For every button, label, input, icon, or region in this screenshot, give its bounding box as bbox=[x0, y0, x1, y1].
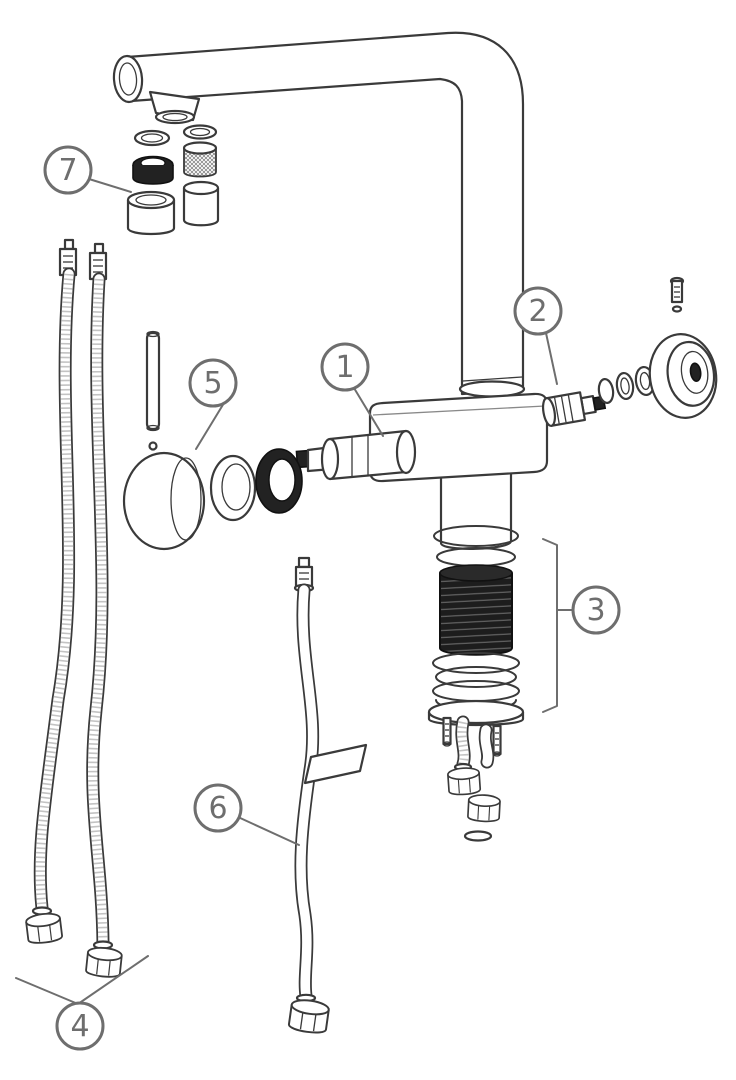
callout-2-label: 2 bbox=[528, 294, 547, 329]
callout-2-leader bbox=[545, 332, 558, 385]
callout-5: 5 bbox=[188, 358, 238, 450]
callout-5-leader bbox=[195, 402, 225, 450]
aerator-parts bbox=[126, 124, 220, 236]
callouts: 1 2 3 4 5 6 7 bbox=[43, 145, 621, 1051]
callout-4-label: 4 bbox=[70, 1009, 89, 1044]
hoses-brace bbox=[15, 955, 149, 1005]
callout-3-bracket bbox=[542, 538, 558, 713]
mounting-hardware bbox=[427, 525, 525, 842]
main-cartridge bbox=[295, 429, 417, 481]
callout-2: 2 bbox=[513, 286, 563, 385]
callout-7-leader bbox=[88, 178, 132, 193]
callout-7: 7 bbox=[43, 145, 132, 195]
supply-hoses bbox=[15, 238, 149, 1005]
callout-7-label: 7 bbox=[58, 153, 77, 188]
callout-6-label: 6 bbox=[208, 791, 227, 826]
hose-tag bbox=[303, 743, 368, 785]
callout-6: 6 bbox=[193, 783, 300, 846]
callout-1-label: 1 bbox=[335, 350, 354, 385]
callout-6-leader bbox=[237, 816, 300, 846]
callout-5-label: 5 bbox=[203, 366, 222, 401]
callout-1: 1 bbox=[320, 342, 384, 437]
callout-3-label: 3 bbox=[586, 593, 605, 628]
callout-1-leader bbox=[353, 387, 384, 437]
handle-parts bbox=[122, 330, 303, 551]
callout-3: 3 bbox=[542, 538, 621, 713]
filter-hose bbox=[287, 556, 368, 1036]
side-cartridge-knob bbox=[541, 276, 718, 427]
spout-assembly bbox=[112, 31, 526, 398]
callout-4: 4 bbox=[55, 1001, 105, 1051]
